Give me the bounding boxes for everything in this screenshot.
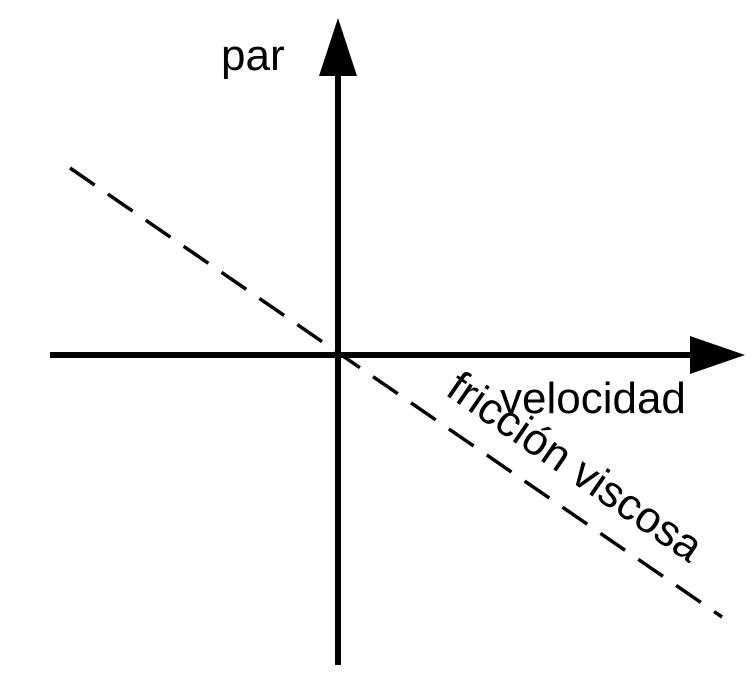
viscous-friction-line [69,166,723,619]
x-axis-arrowhead [690,336,745,374]
y-axis-arrowhead [319,18,357,76]
y-axis-label: par [221,31,285,80]
x-axis-label: velocidad [500,374,686,423]
